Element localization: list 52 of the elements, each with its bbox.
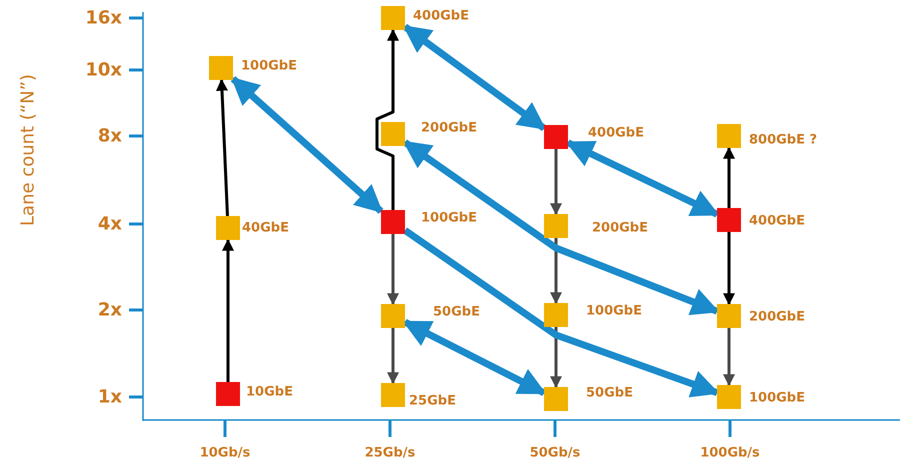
arrow	[402, 24, 546, 132]
node-label: 10GbE	[246, 384, 293, 400]
tick-label: 10Gb/s	[200, 446, 250, 460]
square	[544, 387, 568, 411]
square	[381, 383, 405, 407]
marked-square	[717, 208, 741, 232]
square	[216, 216, 240, 240]
node-label: 100GbE	[749, 390, 805, 406]
node-label: 100GbE	[421, 210, 477, 226]
tick-label: 25Gb/s	[364, 446, 416, 460]
square	[209, 56, 233, 80]
arrow	[387, 234, 399, 306]
arrow	[723, 328, 735, 386]
arrow	[387, 328, 399, 384]
marked-square	[381, 210, 405, 234]
square	[544, 214, 568, 238]
square	[717, 385, 741, 409]
node-label: 400GbE	[588, 126, 644, 140]
node-label: 100GbE	[586, 304, 642, 318]
tick-label: 10x	[85, 60, 122, 80]
square	[381, 6, 405, 30]
square	[381, 122, 405, 146]
node-label: 25GbE	[409, 394, 456, 408]
node-label: 200GbE	[749, 310, 805, 324]
square	[717, 304, 741, 328]
tick-label: 2x	[98, 300, 122, 320]
tick-label: 50Gb/s	[530, 446, 580, 460]
square	[717, 124, 741, 148]
square	[381, 304, 405, 328]
tick-label: 8x	[98, 126, 122, 146]
axis-title: Lane count (“N”)	[18, 74, 38, 226]
marked-square	[544, 125, 568, 149]
tick-label: 100Gb/s	[700, 446, 760, 460]
arrow	[550, 238, 562, 304]
node-label: 50GbE	[433, 304, 480, 320]
node-label: 200GbE	[421, 120, 477, 136]
node-label: 200GbE	[592, 220, 648, 236]
node-label: 400GbE	[413, 8, 469, 24]
node-label: 50GbE	[586, 386, 633, 400]
tick-label: 4x	[98, 214, 122, 234]
marked-square	[216, 382, 240, 406]
arrow	[216, 78, 229, 216]
tick-label: 1x	[98, 386, 122, 408]
tick-label: 16x	[85, 8, 122, 28]
arrow	[230, 76, 384, 214]
node-label: 100GbE	[241, 58, 297, 74]
node-label: 800GbE ?	[749, 132, 818, 148]
node-label: 400GbE	[749, 214, 805, 228]
arrow	[550, 327, 562, 388]
node-label: 40GbE	[242, 220, 289, 236]
square	[544, 303, 568, 327]
arrow	[723, 232, 735, 306]
